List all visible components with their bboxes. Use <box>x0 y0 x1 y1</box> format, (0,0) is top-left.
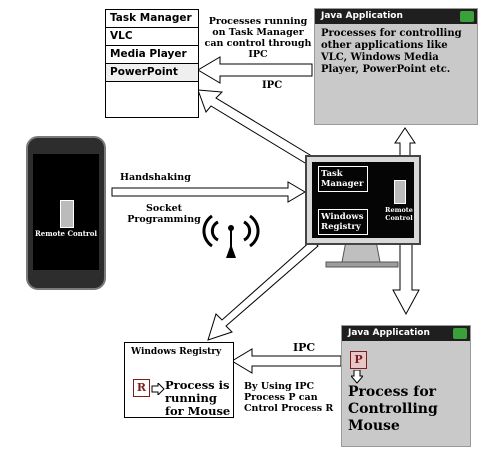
java-application-top: Java Application Processes for controlli… <box>314 8 478 125</box>
task-item-powerpoint[interactable]: PowerPoint <box>106 64 198 82</box>
phone-remote-label: Remote Control <box>34 229 98 238</box>
wifi-signal-icon <box>202 214 260 248</box>
monitor-remote-label: Remote Control <box>385 206 413 222</box>
monitor-screen: Task Manager Windows Registry Remote Con… <box>312 162 414 238</box>
java-app-icon <box>460 11 474 22</box>
task-item-vlc[interactable]: VLC <box>106 28 198 46</box>
java-top-body: Processes for controlling other applicat… <box>321 28 462 75</box>
handshake-arrow <box>111 181 306 203</box>
monitor-remote-icon[interactable] <box>394 180 406 204</box>
java-top-title: Java Application <box>321 11 403 21</box>
down-arrow-java <box>392 237 420 316</box>
ipc-arrow-bottom <box>231 348 342 374</box>
monitor-task-manager[interactable]: Task Manager <box>318 166 368 192</box>
task-manager-title: Task Manager <box>106 10 198 28</box>
handshaking-label: Handshaking <box>120 172 191 183</box>
registry-panel-text: Process is running for Mouse <box>165 378 231 418</box>
registry-arrow <box>207 239 319 341</box>
windows-registry-panel: Windows Registry R Process is running fo… <box>124 342 234 418</box>
ipc-arrow-top <box>197 56 313 84</box>
registry-badge: R <box>133 379 150 397</box>
arrow-right-icon <box>151 383 165 395</box>
phone-screen: Remote Control <box>33 154 99 270</box>
java-bottom-text: Process for Controlling Mouse <box>348 384 438 434</box>
ipc-label-top: IPC <box>262 80 283 91</box>
desktop-monitor: Task Manager Windows Registry Remote Con… <box>305 155 421 245</box>
monitor-windows-registry[interactable]: Windows Registry <box>318 209 368 235</box>
registry-panel-title: Windows Registry <box>131 347 222 357</box>
by-using-ipc-note: By Using IPC Process P can Cntrol Proces… <box>244 381 334 414</box>
phone-remote-icon[interactable] <box>60 200 74 228</box>
smartphone: Remote Control <box>26 136 106 290</box>
processes-running-note: Processes running on Task Manager can co… <box>204 16 312 60</box>
task-item-media-player[interactable]: Media Player <box>106 46 198 64</box>
ipc-label-bottom: IPC <box>293 341 316 354</box>
tm-monitor-arrow <box>197 89 316 167</box>
java-bottom-badge: P <box>350 351 367 369</box>
socket-programming-label: Socket Programming <box>127 203 201 225</box>
arrow-down-icon <box>351 370 363 384</box>
task-manager-panel: Task Manager VLC Media Player PowerPoint <box>105 9 199 118</box>
java-application-bottom: Java Application P Process for Controlli… <box>341 325 471 447</box>
java-app-icon-2 <box>453 328 467 339</box>
java-bottom-title: Java Application <box>348 328 430 338</box>
